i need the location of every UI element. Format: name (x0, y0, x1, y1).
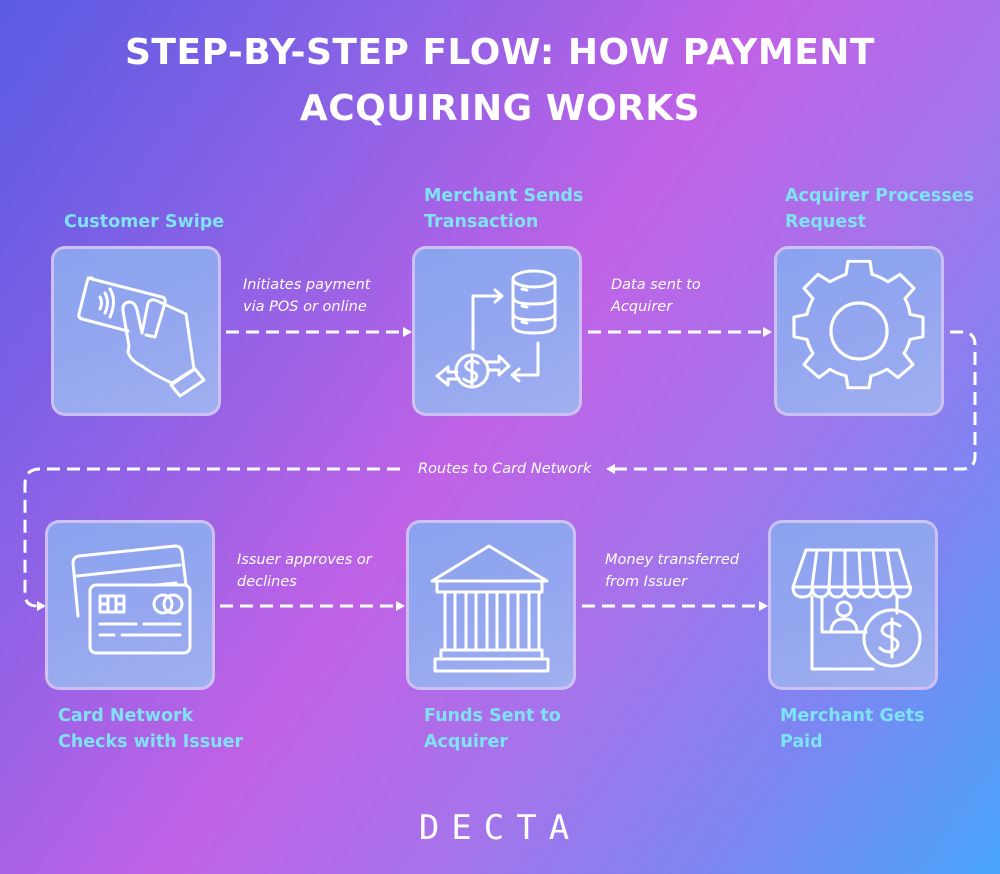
edge-4-label: Issuer approves or declines (237, 549, 372, 593)
step-3-label-line-2: Request (785, 212, 866, 232)
edge-3-label: Routes to Card Network (418, 458, 591, 480)
gear-icon (792, 259, 925, 390)
step-2-label-line-1: Merchant Sends (424, 186, 584, 206)
edge-2-line-2: Acquirer (611, 299, 673, 315)
step-3-label: Acquirer Processes Request (785, 183, 974, 235)
credit-cards-icon (71, 544, 192, 655)
step-1-label-line-1: Customer Swipe (64, 212, 225, 232)
edge-5-line-2: from Issuer (605, 574, 688, 590)
edge-1-line-1: Initiates payment (243, 277, 371, 293)
decta-logo: DECTA (418, 808, 582, 848)
step-5-label-line-1: Funds Sent to (424, 706, 561, 726)
step-6-label: Merchant Gets Paid (780, 703, 925, 755)
step-4-label-line-2: Checks with Issuer (58, 732, 244, 752)
step-6-box (768, 520, 938, 690)
edge-2-line-1: Data sent to (611, 277, 701, 293)
step-3-label-line-1: Acquirer Processes (785, 186, 974, 206)
title-line-2: ACQUIRING WORKS (299, 88, 701, 129)
step-2-box (412, 246, 582, 416)
step-1-box (51, 246, 221, 416)
step-1-label: Customer Swipe (64, 209, 224, 235)
step-2-label: Merchant Sends Transaction (424, 183, 583, 235)
edge-1-line-2: via POS or online (243, 299, 367, 315)
hand-card-contactless-icon (77, 276, 206, 398)
edge-2-label: Data sent to Acquirer (611, 274, 701, 318)
step-6-label-line-1: Merchant Gets (780, 706, 925, 726)
edge-5-label: Money transferred from Issuer (605, 549, 739, 593)
edge-1-label: Initiates payment via POS or online (243, 274, 370, 318)
database-transfer-icon (435, 269, 557, 389)
step-4-label-line-1: Card Network (58, 706, 194, 726)
edge-5-line-1: Money transferred (605, 552, 740, 568)
title-line-1: STEP-BY-STEP FLOW: HOW PAYMENT (125, 32, 875, 73)
edge-3-line-1: Routes to Card Network (418, 461, 592, 477)
step-5-label: Funds Sent to Acquirer (424, 703, 561, 755)
bank-icon (430, 544, 550, 673)
step-5-label-line-2: Acquirer (424, 732, 509, 752)
step-3-box (774, 246, 944, 416)
step-4-box (45, 520, 215, 690)
step-5-box (406, 520, 576, 690)
step-4-label: Card Network Checks with Issuer (58, 703, 243, 755)
edge-4-line-2: declines (237, 574, 297, 590)
step-2-label-line-2: Transaction (424, 212, 539, 232)
step-6-label-line-2: Paid (780, 732, 823, 752)
edge-4-line-1: Issuer approves or (237, 552, 372, 568)
storefront-dollar-icon (791, 548, 922, 671)
